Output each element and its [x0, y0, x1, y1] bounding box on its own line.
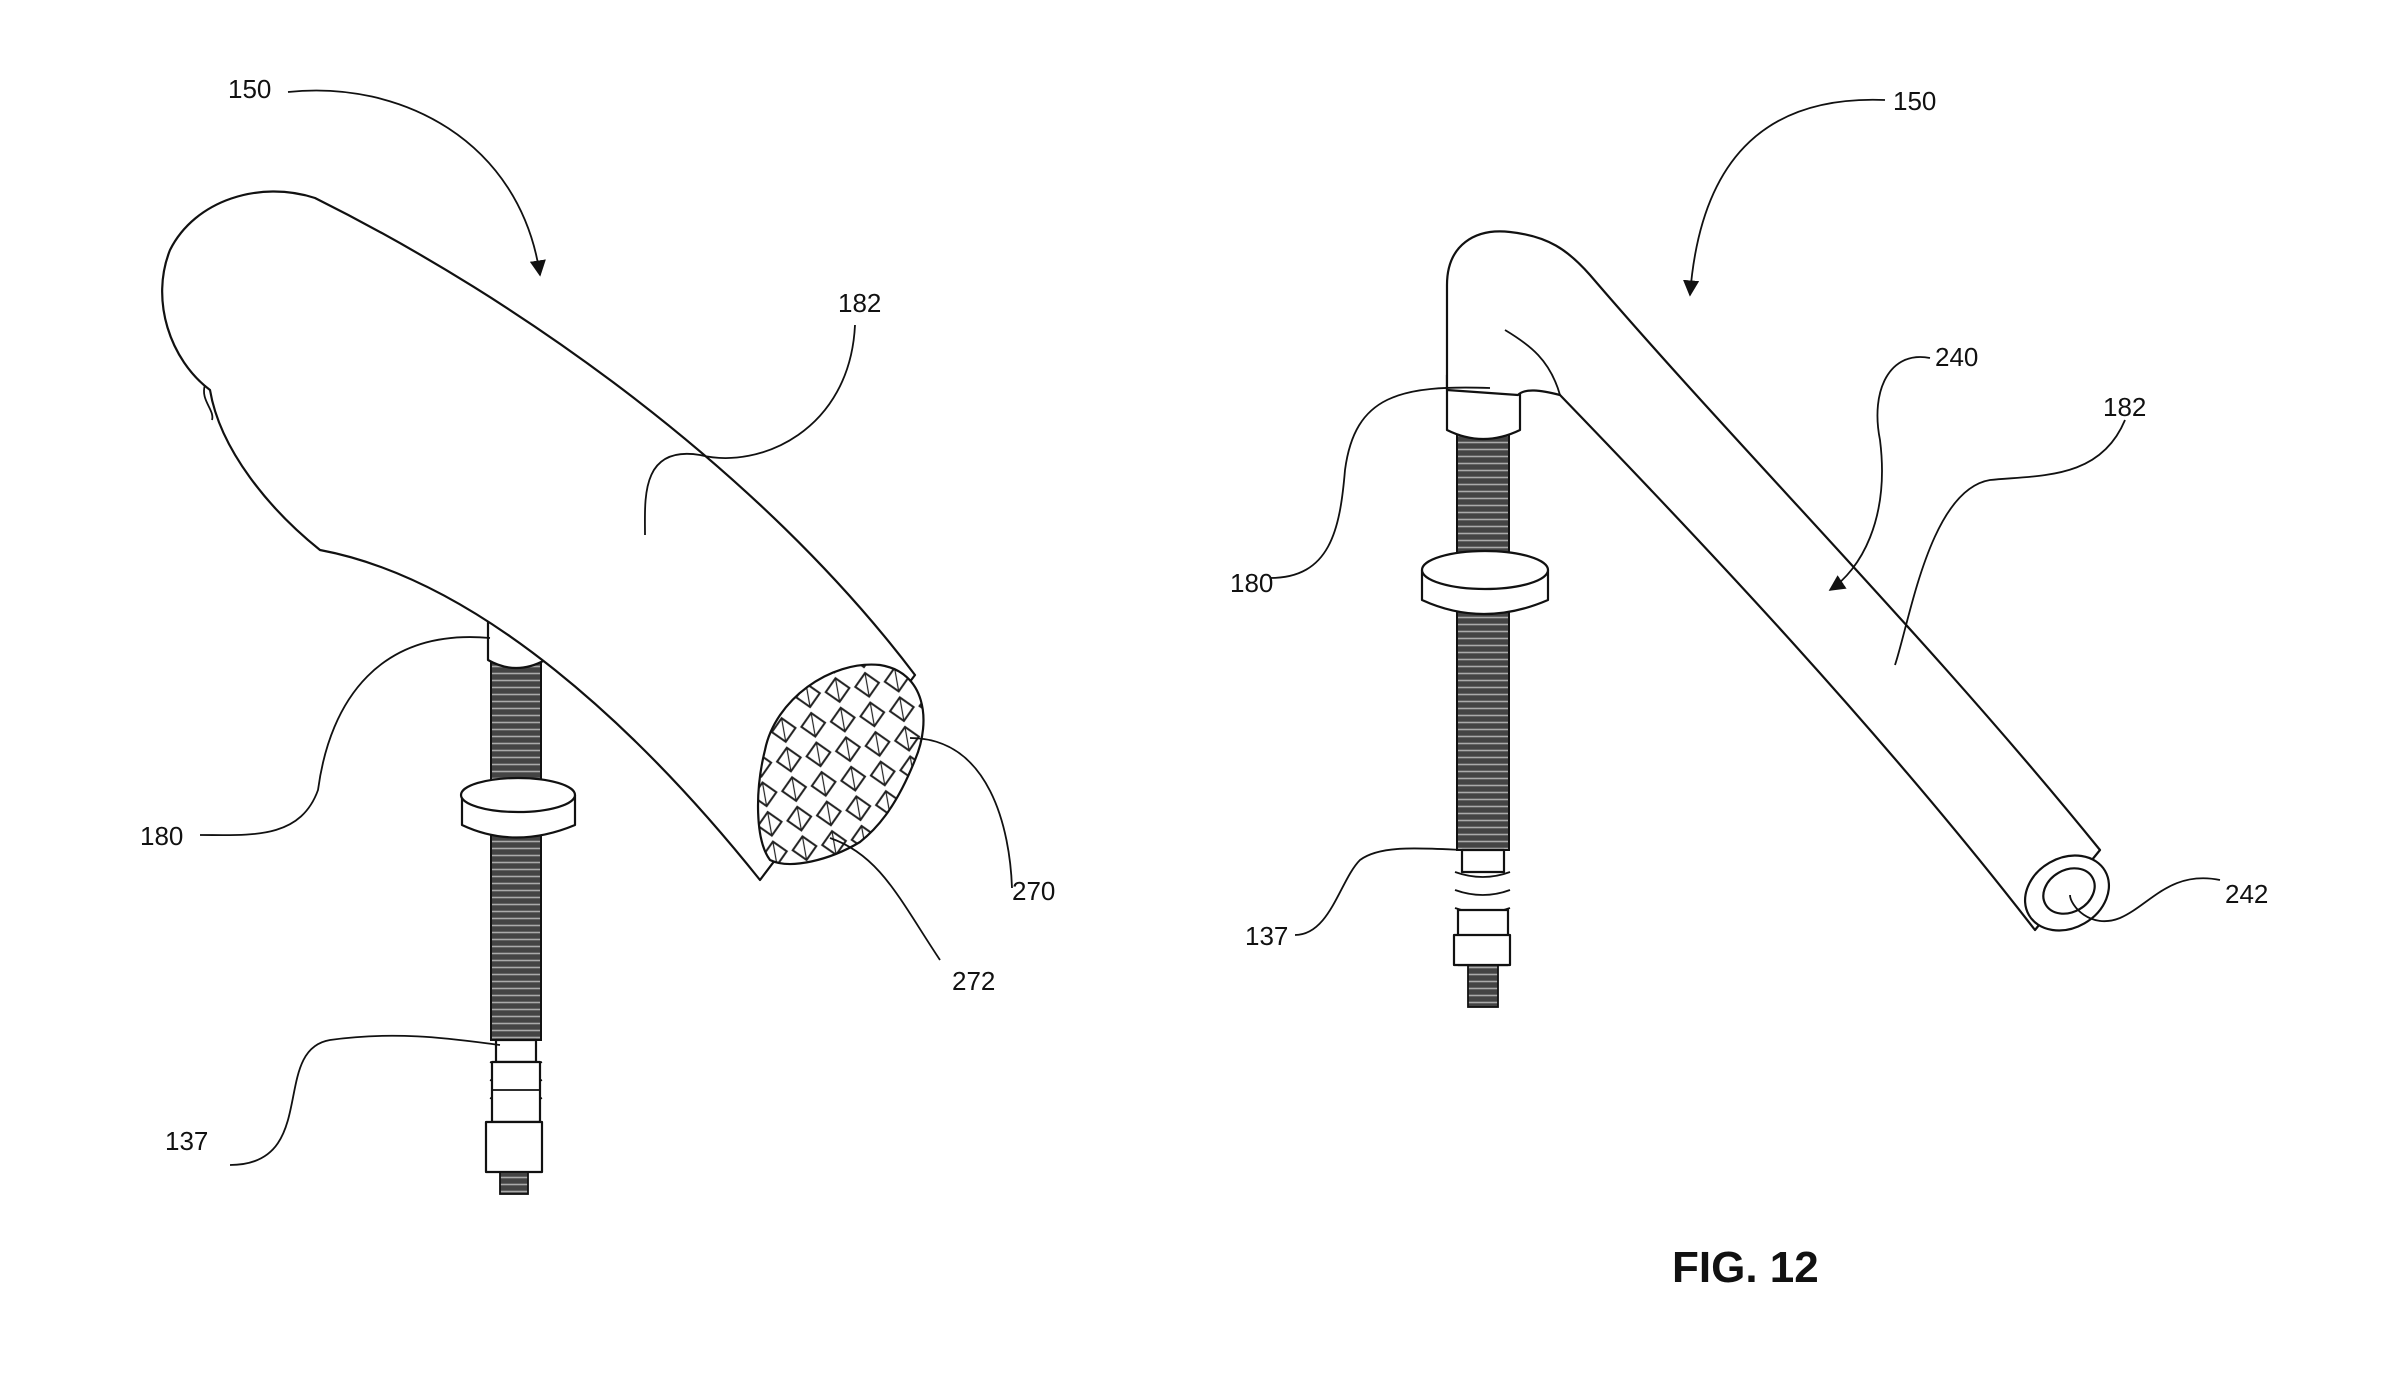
left-lattice-end [756, 663, 925, 866]
left-leaders [199, 89, 1013, 1166]
right-label-180: 180 [1230, 568, 1273, 598]
left-valve-tip [484, 1038, 544, 1195]
right-view: 150 240 182 180 137 242 [1230, 86, 2268, 1008]
right-valve-tip [1452, 848, 1512, 1008]
left-label-272: 272 [952, 966, 995, 996]
left-label-137: 137 [165, 1126, 208, 1156]
right-label-150: 150 [1893, 86, 1936, 116]
left-collar [459, 776, 577, 839]
right-shaft [1420, 373, 1550, 1008]
left-labels: 150 182 180 137 270 272 [140, 74, 1055, 1156]
right-leaders [1269, 98, 2221, 936]
right-labels: 150 240 182 180 137 242 [1230, 86, 2268, 951]
figure-caption: FIG. 12 [1672, 1243, 1819, 1292]
left-label-182: 182 [838, 288, 881, 318]
right-label-137: 137 [1245, 921, 1288, 951]
right-label-242: 242 [2225, 879, 2268, 909]
right-body [1445, 230, 2102, 932]
left-label-150: 150 [228, 74, 271, 104]
right-tube-end [2023, 854, 2111, 932]
left-label-270: 270 [1012, 876, 1055, 906]
left-shaft [459, 588, 577, 1195]
right-label-182: 182 [2103, 392, 2146, 422]
right-label-240: 240 [1935, 342, 1978, 372]
left-view: 150 182 180 137 270 272 [140, 74, 1055, 1195]
right-collar [1420, 549, 1550, 616]
left-label-180: 180 [140, 821, 183, 851]
left-body [161, 190, 917, 882]
